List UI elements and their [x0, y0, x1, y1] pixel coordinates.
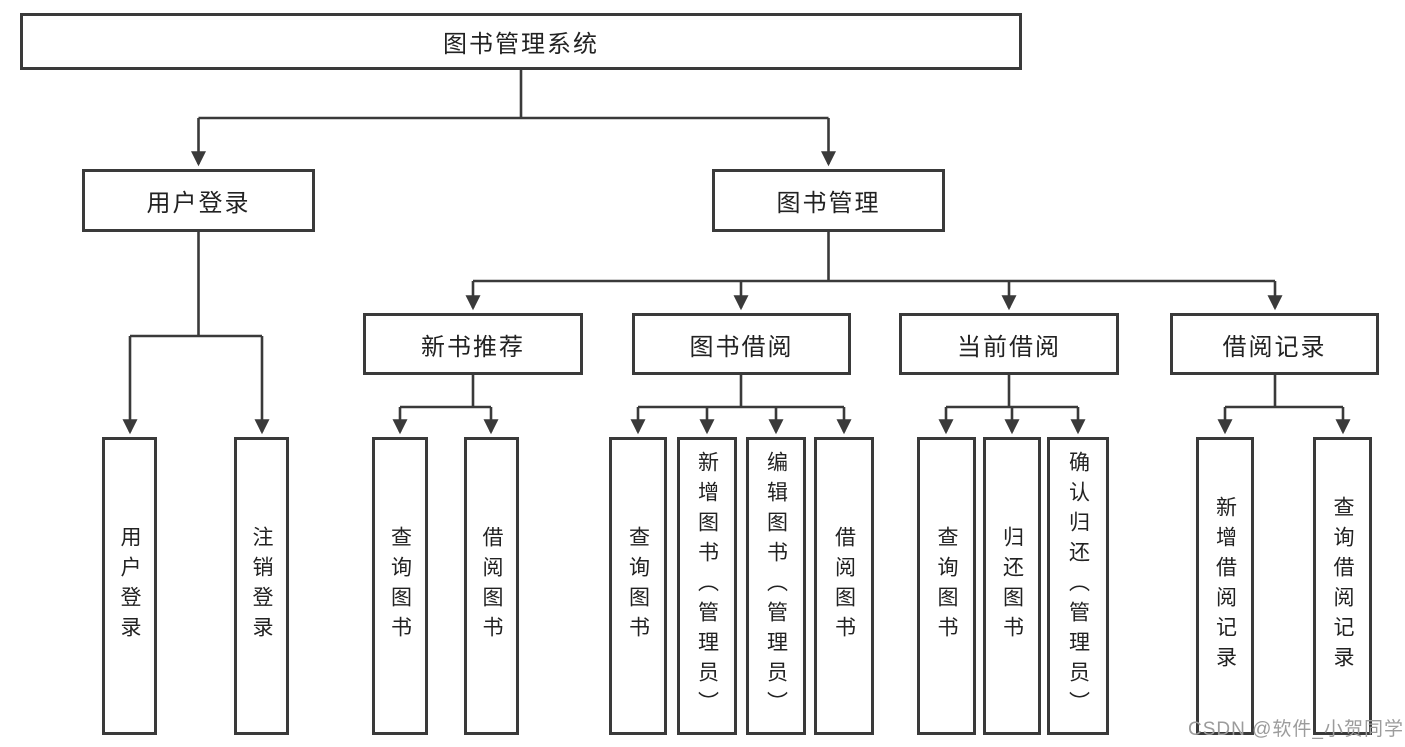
leaf-label: 查询图书: [935, 526, 958, 646]
node-new-book-recommend: 新书推荐: [363, 313, 583, 375]
leaf-logout: 注销登录: [234, 437, 289, 735]
node-user-login: 用户登录: [82, 169, 315, 232]
leaf-query-books-3: 查询图书: [917, 437, 976, 735]
leaf-user-login: 用户登录: [102, 437, 157, 735]
leaf-label: 查询图书: [626, 526, 650, 646]
leaf-label: 查询图书: [388, 526, 412, 646]
leaf-query-books-2: 查询图书: [609, 437, 667, 735]
leaf-label: 查询借阅记录: [1331, 496, 1354, 676]
leaf-query-borrow-record: 查询借阅记录: [1313, 437, 1372, 735]
node-current-borrow: 当前借阅: [899, 313, 1119, 375]
leaf-label: 归还图书: [1000, 526, 1024, 646]
node-book-borrow: 图书借阅: [632, 313, 851, 375]
csdn-watermark: CSDN @软件_小贺同学: [1188, 719, 1404, 740]
leaf-label: 编辑图书（管理员）: [764, 451, 788, 721]
leaf-add-borrow-record: 新增借阅记录: [1196, 437, 1254, 735]
leaf-label: 借阅图书: [480, 526, 503, 646]
leaf-confirm-return-admin: 确认归还（管理员）: [1047, 437, 1109, 735]
leaf-label: 借阅图书: [832, 526, 856, 646]
leaf-return-book: 归还图书: [983, 437, 1041, 735]
leaf-label: 新增借阅记录: [1213, 496, 1237, 676]
leaf-query-books-1: 查询图书: [372, 437, 428, 735]
leaf-label: 新增图书（管理员）: [695, 451, 719, 721]
leaf-label: 用户登录: [118, 526, 141, 646]
leaf-label: 确认归还（管理员）: [1066, 451, 1090, 721]
node-root-library-system: 图书管理系统: [20, 13, 1022, 70]
leaf-borrow-books-2: 借阅图书: [814, 437, 874, 735]
leaf-label: 注销登录: [250, 526, 273, 646]
node-borrow-records: 借阅记录: [1170, 313, 1379, 375]
leaf-edit-book-admin: 编辑图书（管理员）: [746, 437, 806, 735]
leaf-add-book-admin: 新增图书（管理员）: [677, 437, 737, 735]
node-book-management: 图书管理: [712, 169, 945, 232]
leaf-borrow-books-1: 借阅图书: [464, 437, 519, 735]
